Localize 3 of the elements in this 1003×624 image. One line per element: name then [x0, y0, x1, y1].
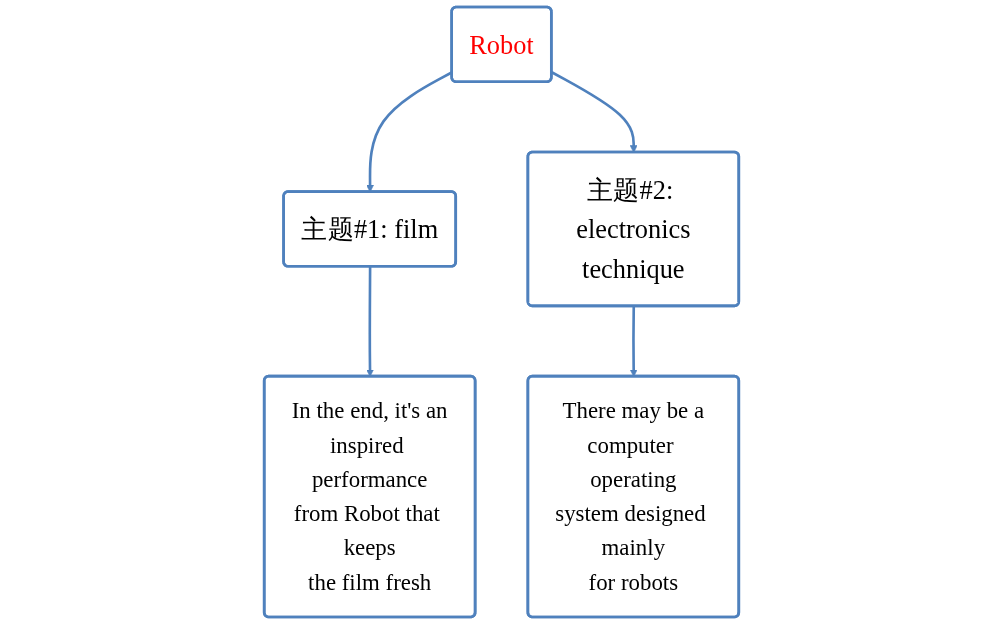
arrow — [629, 306, 638, 377]
arrow — [366, 266, 374, 377]
arrow — [551, 71, 638, 153]
